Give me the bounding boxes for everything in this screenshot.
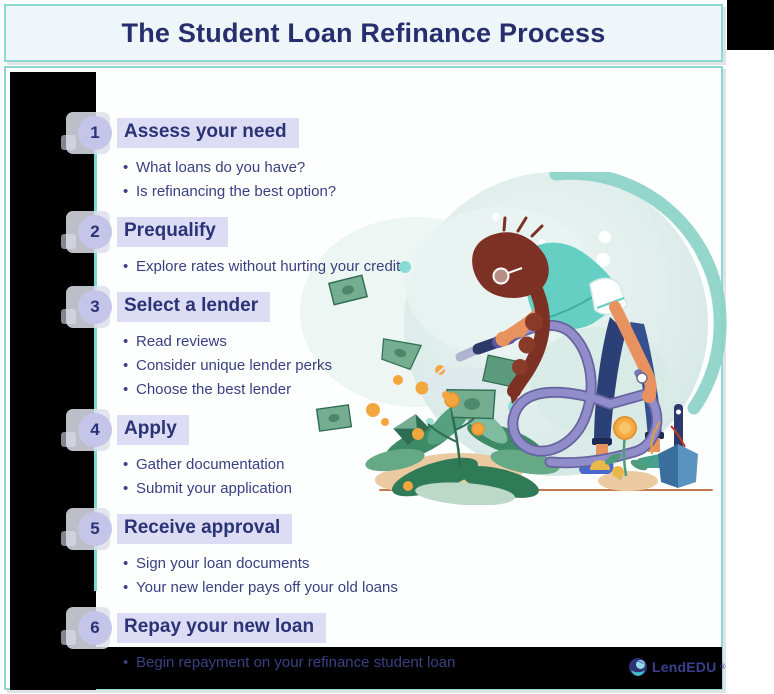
step-number: 3 [78,290,112,324]
step: 1 Assess your need What loans do you hav… [61,112,638,204]
step-heading: Apply [117,415,189,445]
lendedu-logo: LendEDU ® [628,655,726,679]
step-heading: Receive approval [117,514,293,544]
step-bullets: Gather documentationSubmit your applicat… [122,453,638,501]
step-bullet: Consider unique lender perks [122,354,638,378]
shovel [650,404,698,488]
step-number: 5 [78,512,112,546]
step-number: 6 [78,611,112,645]
step-bullet: Read reviews [122,330,638,354]
step-number: 2 [78,215,112,249]
step-badge-tab-small [61,630,76,645]
step-bullets: Sign your loan documentsYour new lender … [122,552,638,600]
step-heading: Select a lender [117,292,271,322]
step-connector-line [94,133,97,591]
step-number-badge: 2 [61,211,112,253]
step-bullets: Read reviewsConsider unique lender perks… [122,330,638,402]
step: 2 Prequalify Explore rates without hurti… [61,211,638,279]
step-bullets: Begin repayment on your refinance studen… [122,651,638,675]
page-title: The Student Loan Refinance Process [121,17,606,48]
step-number-badge: 6 [61,607,112,649]
step: 5 Receive approval Sign your loan docume… [61,508,638,600]
step-badge-tab-small [61,531,76,546]
step-number-badge: 4 [61,409,112,451]
black-overlay-top-right [727,0,774,50]
step-bullet: Your new lender pays off your old loans [122,576,638,600]
step-number: 4 [78,413,112,447]
step-number-badge: 3 [61,286,112,328]
step-heading: Assess your need [117,118,299,148]
step-bullets: What loans do you have?Is refinancing th… [122,156,638,204]
step-bullet: Begin repayment on your refinance studen… [122,651,638,675]
step-bullet: What loans do you have? [122,156,638,180]
step-bullet: Sign your loan documents [122,552,638,576]
title-banner: The Student Loan Refinance Process [4,4,723,62]
step-badge-tab-small [61,234,76,249]
step-bullet: Choose the best lender [122,378,638,402]
step-number-badge: 5 [61,508,112,550]
registered-mark: ® [720,663,726,671]
step: 6 Repay your new loan Begin repayment on… [61,607,638,675]
steps-list: 1 Assess your need What loans do you hav… [61,112,638,684]
step-bullet: Is refinancing the best option? [122,180,638,204]
step-heading: Prequalify [117,217,228,247]
step-bullet: Gather documentation [122,453,638,477]
step-badge-tab-small [61,432,76,447]
step: 3 Select a lender Read reviewsConsider u… [61,286,638,402]
lendedu-logo-icon [629,658,647,676]
step: 4 Apply Gather documentationSubmit your … [61,409,638,501]
step-badge-tab-small [61,135,76,150]
step-number-badge: 1 [61,112,112,154]
step-bullet: Submit your application [122,477,638,501]
step-heading: Repay your new loan [117,613,327,643]
step-number: 1 [78,116,112,150]
black-overlay-left [10,72,96,690]
step-badge-tab-small [61,309,76,324]
step-bullets: Explore rates without hurting your credi… [122,255,638,279]
step-bullet: Explore rates without hurting your credi… [122,255,638,279]
lendedu-logo-text: LendEDU [652,659,717,675]
